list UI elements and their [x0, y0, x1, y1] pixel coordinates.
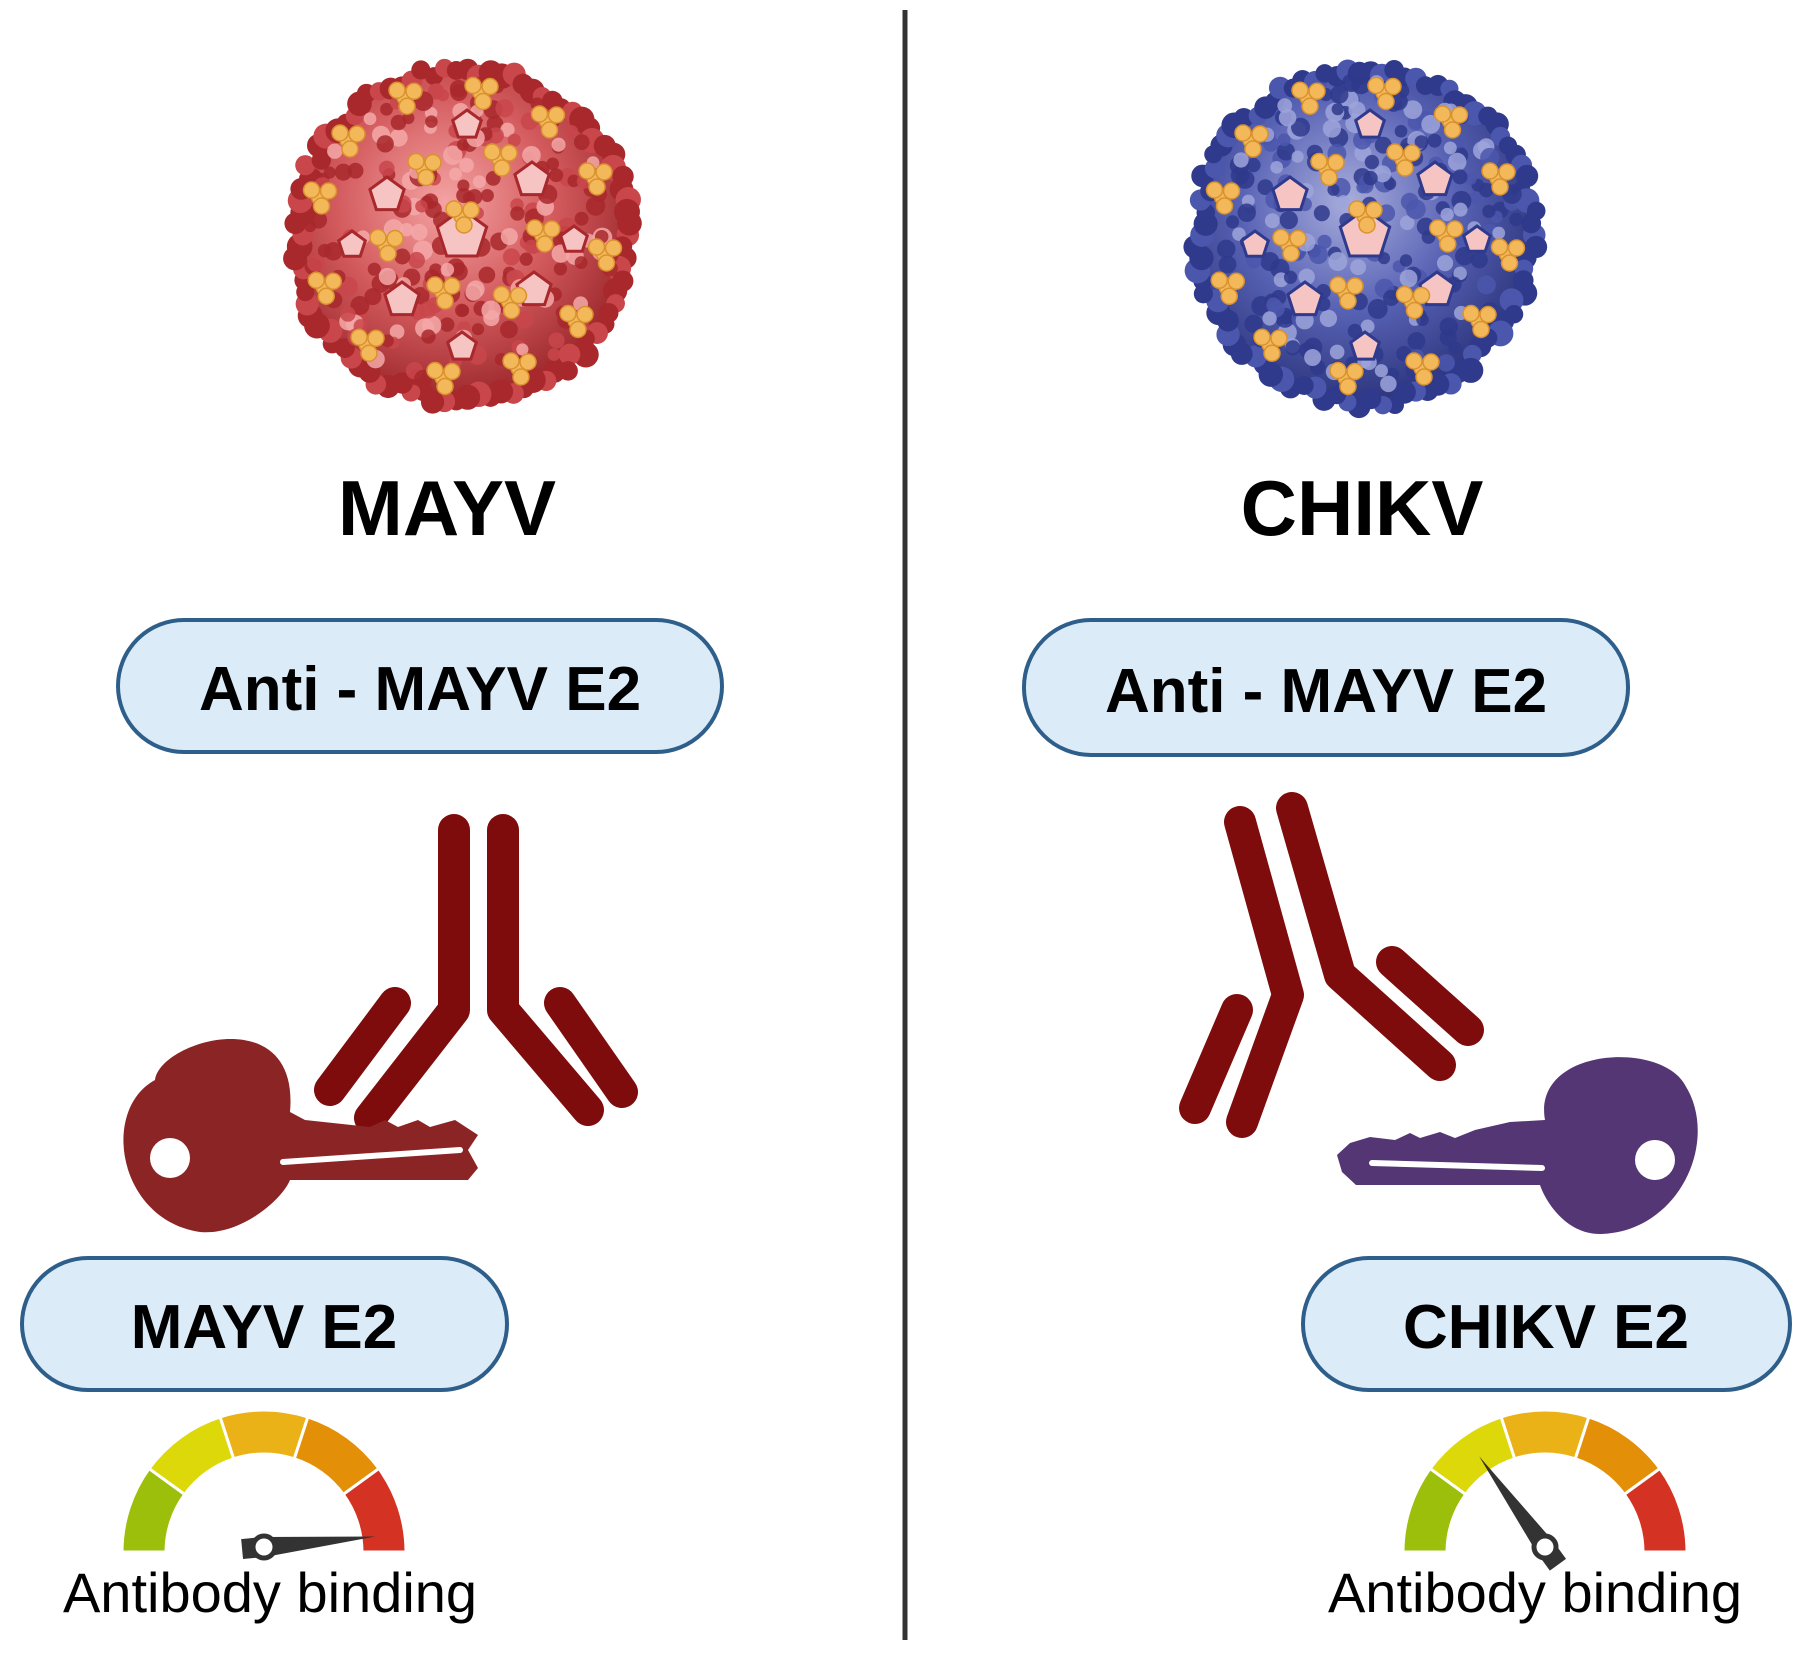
gauge-icon [1401, 1408, 1689, 1571]
right-panel: CHIKV Anti - MAYV E2 CHIKV E2 Antibody b… [1022, 59, 1792, 1624]
virus-title: MAYV [338, 464, 556, 552]
gauge-segment [341, 1466, 408, 1554]
gauge-icon [120, 1408, 408, 1561]
antigen-label: MAYV E2 [131, 1293, 398, 1362]
antibody-icon [314, 814, 638, 1134]
gauge-segment [1499, 1408, 1591, 1461]
antigen-label-pill: MAYV E2 [20, 1256, 509, 1392]
antigen-label-pill: CHIKV E2 [1301, 1256, 1792, 1392]
gauge-segment [1622, 1466, 1689, 1554]
left-panel: MAYV Anti - MAYV E2 MAYV E2 Antibody bin… [20, 58, 724, 1624]
gauge-label: Antibody binding [63, 1561, 477, 1624]
key-icon [123, 1038, 478, 1233]
antibody-label: Anti - MAYV E2 [1105, 657, 1547, 726]
key-icon [1337, 1057, 1698, 1234]
virus-particle-icon [283, 58, 642, 414]
gauge-hub [250, 1533, 278, 1561]
virus-title: CHIKV [1241, 464, 1484, 552]
virus-particle-icon [1183, 59, 1548, 419]
antibody-label-pill: Anti - MAYV E2 [116, 618, 724, 754]
gauge-hub [1531, 1533, 1559, 1561]
antibody-label: Anti - MAYV E2 [199, 655, 641, 724]
gauge-segment [218, 1408, 310, 1461]
antigen-label: CHIKV E2 [1403, 1293, 1689, 1362]
antibody-label-pill: Anti - MAYV E2 [1022, 618, 1630, 757]
gauge-label: Antibody binding [1328, 1561, 1742, 1624]
antibody-icon [1179, 792, 1484, 1138]
